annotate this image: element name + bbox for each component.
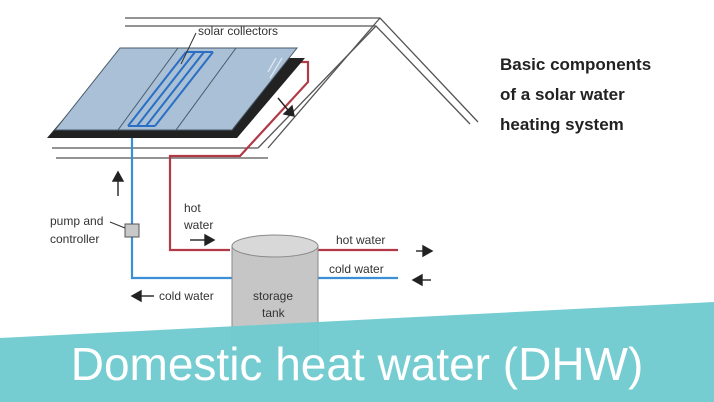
arrow-cold-left [130,289,154,303]
heading-line-1: Basic components [500,55,652,74]
label-hot-water-in-line1: hot [184,201,201,215]
label-storage-tank-line1: storage [253,289,294,303]
heading-line-2: of a solar water [500,85,625,104]
label-storage-tank-line2: tank [262,306,285,320]
flow-arrows [111,97,434,303]
label-hot-water-out: hot water [336,233,386,247]
diagram-heading: Basic components of a solar water heatin… [500,50,651,140]
hot-pipe-supply [168,60,310,252]
arrow-hot-out [416,244,434,258]
arrow-hot-down-roof [277,97,295,117]
arrow-cold-up [111,170,125,196]
solar-collectors-callout [180,32,197,65]
label-pump-controller-line2: controller [50,232,100,246]
title-banner [0,302,714,402]
arrow-hot-into-tank [190,233,216,247]
pump-controller-box [124,223,140,238]
pump-callout [109,221,126,229]
banner-title: Domestic heat water (DHW) [70,338,644,390]
roof-outline [52,17,479,159]
label-cold-water-return: cold water [159,289,214,303]
heading-line-3: heating system [500,115,624,134]
label-hot-water-in-line2: water [184,218,214,232]
label-solar-collectors: solar collectors [198,24,279,38]
label-pump-controller-line1: pump and [50,214,104,228]
cold-pipe-return [130,138,232,280]
arrow-cold-in [411,273,431,287]
solar-collector-panel [47,47,305,138]
label-cold-water-in: cold water [329,262,384,276]
